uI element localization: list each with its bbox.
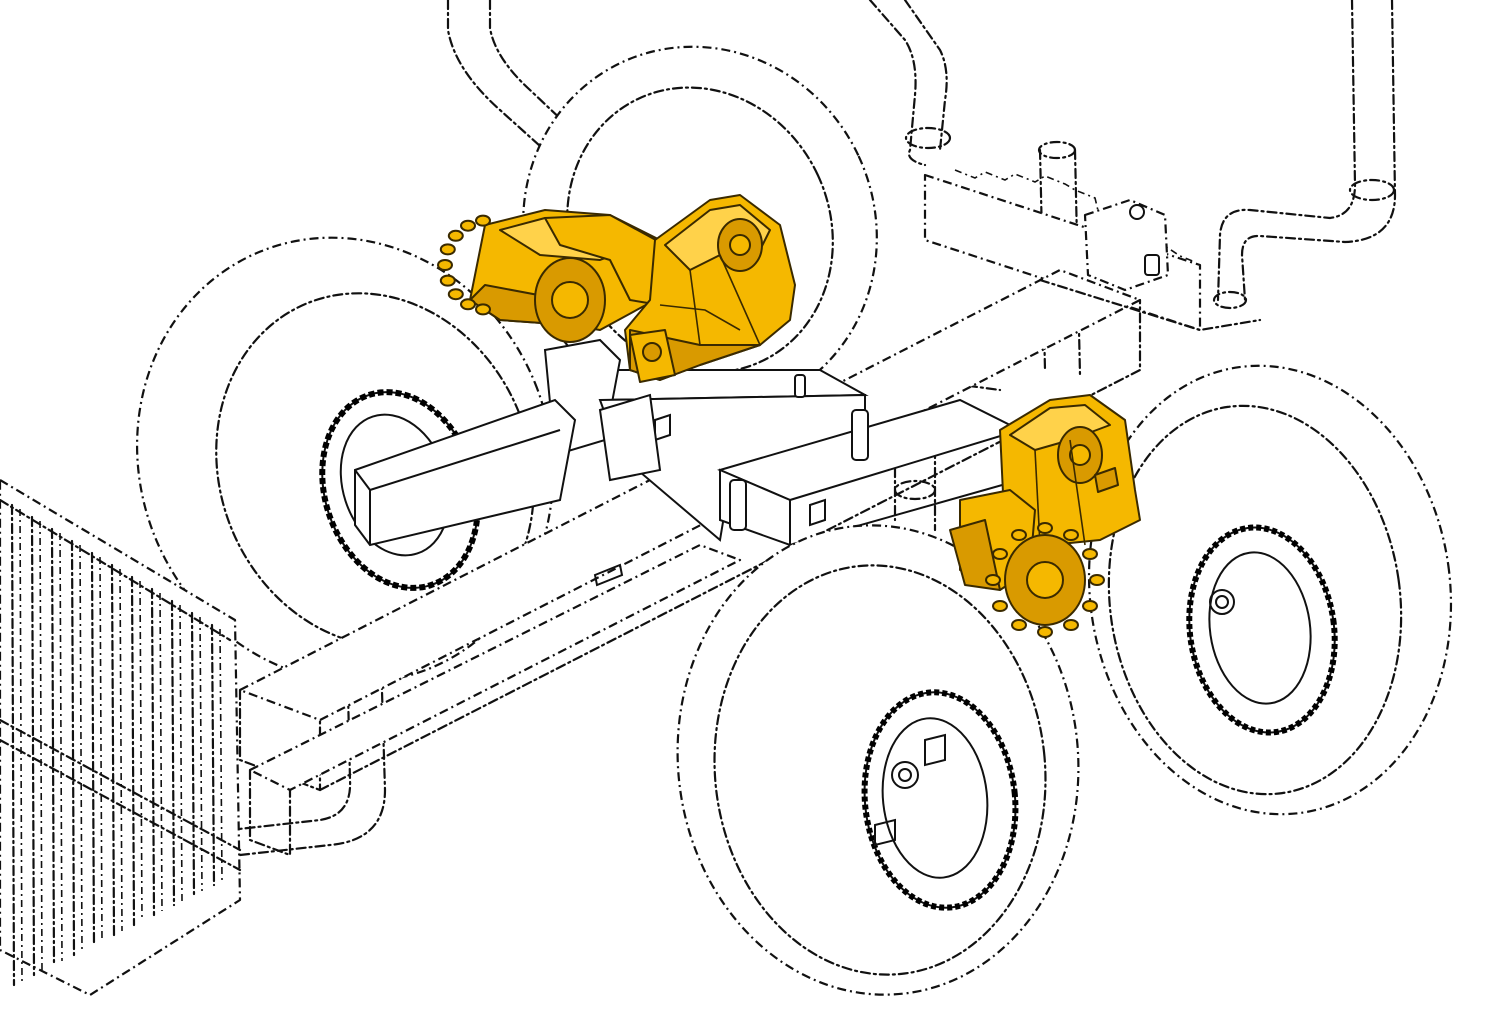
grille-bar	[170, 599, 176, 907]
bolt	[985, 574, 1001, 586]
grille-bar	[150, 587, 156, 917]
bolt	[992, 548, 1008, 560]
bolt	[447, 288, 464, 301]
bolt	[447, 229, 464, 242]
bolt	[475, 214, 491, 227]
grille-bar	[90, 551, 96, 947]
bolt	[1011, 529, 1027, 541]
bolt	[1063, 619, 1079, 631]
grille-bar-edge	[159, 592, 163, 912]
grille-bar	[70, 539, 76, 957]
grille-bar-edge	[99, 556, 103, 942]
grille-bar-edge	[39, 520, 43, 972]
bolt	[1037, 626, 1053, 638]
grille-bar-edge	[179, 604, 183, 902]
grille-bar	[50, 527, 56, 967]
bolt	[439, 274, 456, 287]
bolt	[1082, 600, 1098, 612]
tandem-wheels-right	[676, 364, 1453, 996]
bolt	[992, 600, 1008, 612]
bolt	[475, 303, 491, 316]
grille-bar-edge	[119, 568, 123, 932]
bolt	[1011, 619, 1027, 631]
grille-bar	[190, 611, 196, 897]
grille-bar-edge	[59, 532, 63, 962]
grille-bar	[130, 575, 136, 927]
frame-hardware	[794, 204, 1160, 398]
grille-bar-edge	[19, 508, 23, 982]
bolt	[1089, 574, 1105, 586]
grille-bar	[210, 623, 216, 887]
grille-bar-edge	[139, 580, 143, 922]
grille-bar	[10, 503, 16, 987]
bolt	[1082, 548, 1098, 560]
bolt	[1037, 522, 1053, 534]
bolt	[460, 298, 476, 311]
bolt	[1063, 529, 1079, 541]
front-grille-panel	[0, 478, 242, 997]
grille-bar	[110, 563, 116, 937]
bolt	[439, 243, 456, 256]
trailer-frame	[238, 268, 1262, 857]
bolt	[460, 219, 476, 232]
front-bogie-drive-unit	[437, 194, 796, 383]
rear-bogie-drive-unit	[949, 394, 1141, 638]
grille-bar	[30, 515, 36, 977]
bolt	[437, 259, 453, 271]
grille-bar-edge	[219, 628, 223, 882]
grille-bar-edge	[199, 616, 203, 892]
